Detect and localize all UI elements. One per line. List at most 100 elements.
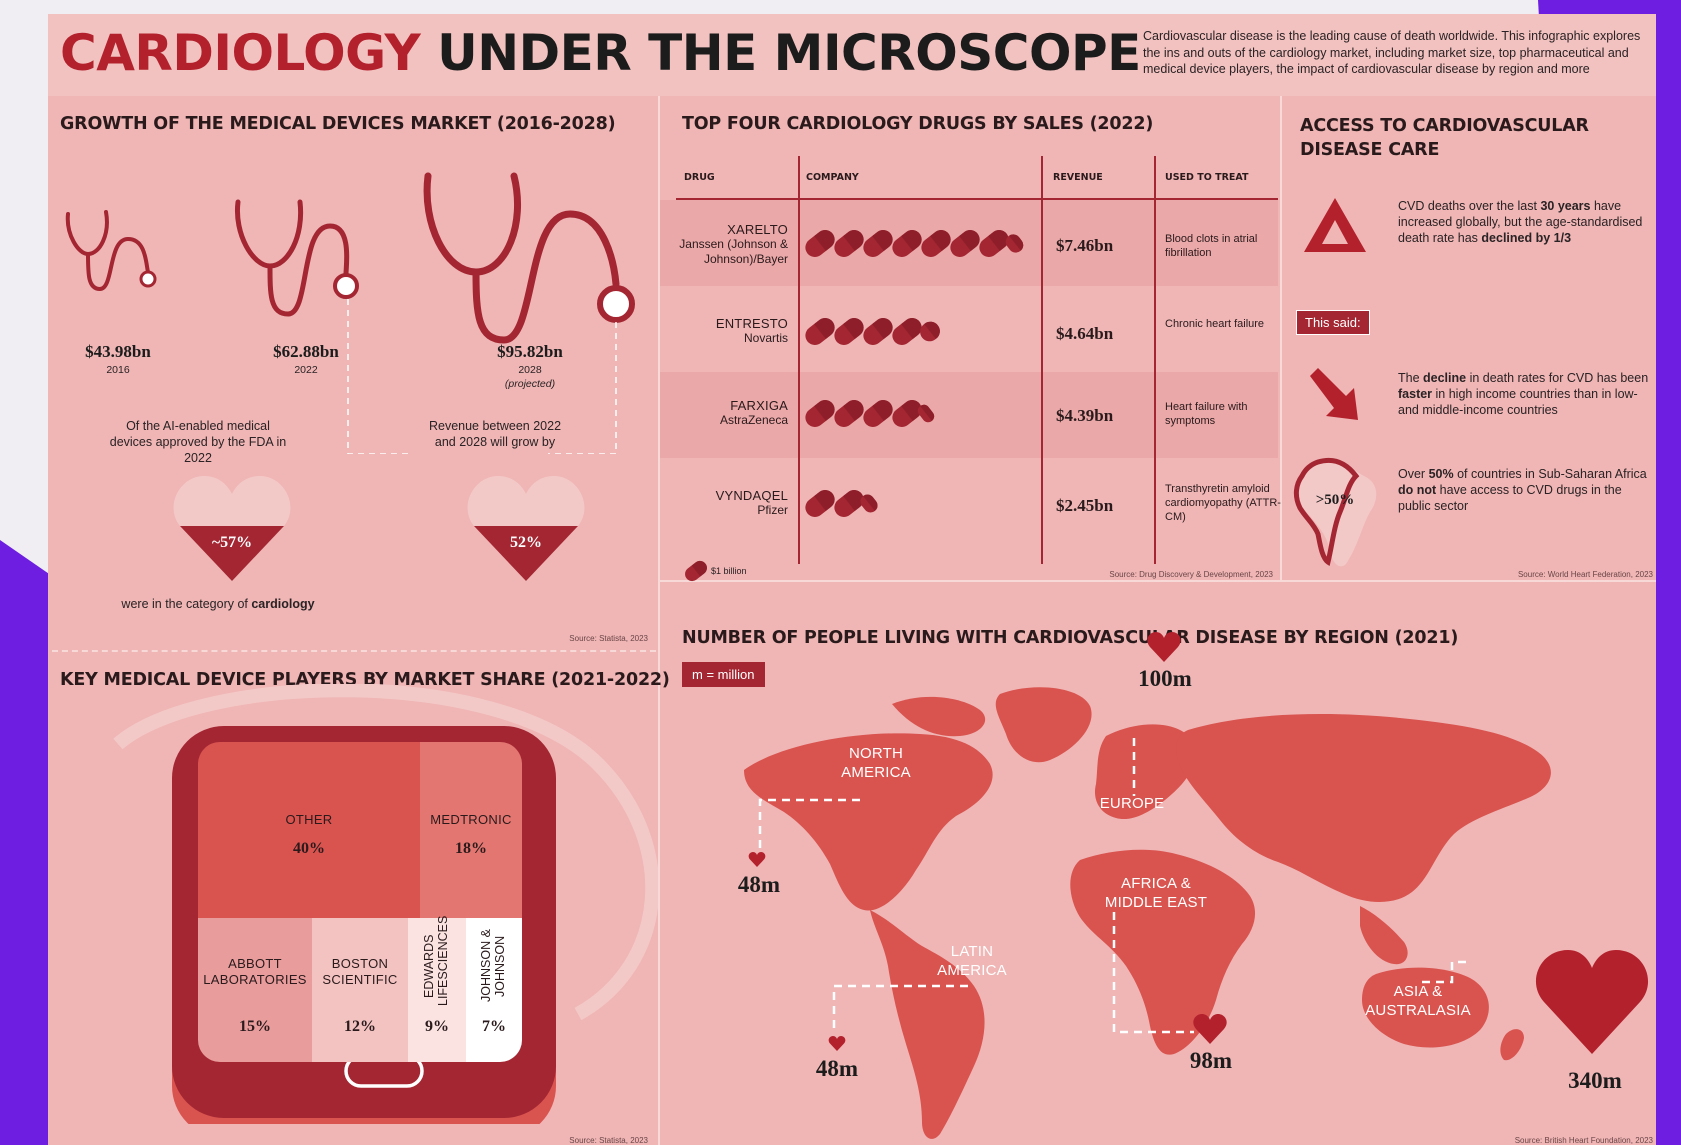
- table-row: ENTRESTO Novartis: [663, 316, 788, 346]
- treemap-cell: BOSTON SCIENTIFIC 12%: [312, 918, 408, 1062]
- cell-label: JOHNSON & JOHNSON: [479, 929, 507, 1003]
- ai-bottom-prefix: were in the category of: [121, 597, 252, 611]
- cell-label-line: ABBOTT: [228, 956, 282, 971]
- region-name-line: ASIA &: [1393, 983, 1443, 1000]
- revenue-value: $7.46bn: [1056, 236, 1114, 255]
- company-name: Pfizer: [757, 503, 788, 517]
- stethoscope-icon: [65, 210, 157, 292]
- stethoscope-graphics: [65, 172, 635, 454]
- region-value: 48m: [815, 1056, 859, 1081]
- divider: [660, 580, 1656, 582]
- region-name-line: AFRICA &: [1121, 875, 1191, 892]
- region-name-line: AUSTRALASIA: [1365, 1002, 1471, 1019]
- company-name: AstraZeneca: [719, 413, 788, 427]
- fact-bold: do not: [1398, 483, 1437, 497]
- revenue-value: $4.64bn: [1056, 324, 1114, 343]
- pill-icon: [801, 314, 839, 349]
- fact-text: in death rates for CVD has been: [1466, 371, 1649, 385]
- fact-text: CVD deaths over the last: [1398, 199, 1541, 213]
- page-title: CARDIOLOGY UNDER THE MICROSCOPE: [60, 24, 1141, 82]
- header-rule: [676, 198, 1278, 200]
- cell-label: ABBOTT LABORATORIES: [198, 956, 312, 988]
- divider: [658, 96, 660, 1145]
- region-name-line: LATIN: [950, 943, 994, 960]
- pill-bar: [801, 486, 881, 521]
- market-note: (projected): [504, 378, 556, 390]
- pill-bar: [801, 226, 1027, 261]
- treat-text: Transthyretin amyloid cardiomyopathy (AT…: [1165, 483, 1281, 523]
- ai-value: ~57%: [211, 534, 253, 551]
- title-part2: UNDER THE MICROSCOPE: [437, 24, 1141, 82]
- heart-icon: [828, 1036, 846, 1051]
- drug-name: ENTRESTO: [715, 316, 788, 331]
- access-title-line2: DISEASE CARE: [1300, 140, 1440, 160]
- this-said-badge: This said:: [1296, 310, 1370, 335]
- fact-africa: Over 50% of countries in Sub-Saharan Afr…: [1398, 466, 1653, 514]
- col-header-drug: DRUG: [684, 172, 715, 183]
- region-value: 340m: [1568, 1068, 1622, 1093]
- triangle-icon: [1304, 198, 1366, 252]
- drug-name: FARXIGA: [730, 398, 788, 413]
- region-value: 48m: [737, 872, 781, 897]
- row-highlight: [660, 372, 1278, 458]
- fact-bold: decline: [1423, 371, 1467, 385]
- treemap: OTHER 40% MEDTRONIC 18% ABBOTT LABORATOR…: [198, 742, 522, 1062]
- players-title: KEY MEDICAL DEVICE PLAYERS BY MARKET SHA…: [60, 670, 670, 690]
- drugs-legend: $1 billion: [682, 558, 747, 584]
- heart-icon: [1147, 632, 1181, 662]
- cell-label-line: SCIENTIFIC: [322, 972, 398, 987]
- company-name: Novartis: [743, 331, 788, 345]
- col-divider: [798, 156, 800, 564]
- market-value: $43.98bn: [85, 342, 151, 361]
- cell-pct: 18%: [455, 840, 487, 857]
- source: Source: World Heart Federation, 2023: [1517, 570, 1653, 579]
- region-label: ASIA & AUSTRALASIA: [1358, 982, 1478, 1020]
- divider: [1280, 96, 1282, 581]
- col-header-used: USED TO TREAT: [1165, 172, 1249, 183]
- revenue-caption: Revenue between 2022 and 2028 will grow …: [428, 419, 562, 449]
- africa-value: >50%: [1315, 492, 1355, 508]
- access-title: ACCESS TO CARDIOVASCULAR DISEASE CARE: [1300, 114, 1589, 162]
- treemap-cell: JOHNSON & JOHNSON 7%: [466, 918, 522, 1062]
- fact-bold: declined by 1/3: [1481, 231, 1572, 245]
- region-name-line: MIDDLE EAST: [1104, 894, 1208, 911]
- revenue-value: $2.45bn: [1056, 496, 1114, 515]
- fact-bold: 50%: [1428, 467, 1454, 481]
- divider: [52, 650, 656, 652]
- unit-legend: m = million: [682, 662, 765, 687]
- treemap-cell: OTHER 40%: [198, 742, 420, 918]
- heart-icon: [467, 476, 585, 581]
- pill-icon: [801, 486, 839, 521]
- col-divider: [1154, 156, 1156, 564]
- arrow-down-right-icon: [1310, 368, 1358, 420]
- company-name: Janssen (Johnson & Johnson)/Bayer: [679, 237, 788, 266]
- revenue-value: 52%: [510, 534, 542, 551]
- fact-text: Over: [1398, 467, 1429, 481]
- table-row: XARELTO Janssen (Johnson & Johnson)/Baye…: [663, 222, 788, 267]
- drug-name: VYNDAQEL: [715, 488, 788, 503]
- heart-icon: [748, 852, 766, 867]
- legend-label: $1 billion: [711, 566, 747, 576]
- cell-label: OTHER: [285, 812, 333, 827]
- cell-label: MEDTRONIC: [430, 812, 512, 827]
- title-part1: CARDIOLOGY: [60, 24, 421, 82]
- source: Source: Statista, 2023: [569, 1136, 648, 1145]
- drug-name: XARELTO: [727, 222, 788, 237]
- africa-map-icon: [1293, 458, 1377, 567]
- stethoscope-icon: [423, 172, 635, 344]
- market-year: 2022: [294, 364, 318, 376]
- table-row: VYNDAQEL Pfizer: [663, 488, 788, 518]
- cell-pct: 12%: [344, 1018, 376, 1035]
- fact-deaths: CVD deaths over the last 30 years have i…: [1398, 198, 1653, 246]
- fact-text: have increased globally, but the age-sta…: [1398, 199, 1643, 245]
- cell-pct: 7%: [482, 1018, 506, 1035]
- access-title-line1: ACCESS TO CARDIOVASCULAR: [1300, 116, 1589, 136]
- region-name-line: AMERICA: [937, 962, 1007, 979]
- cell-pct: 9%: [425, 1018, 449, 1035]
- fact-bold: 30 years: [1540, 199, 1591, 213]
- heart-icon: [173, 476, 291, 581]
- fact-bold: faster: [1398, 387, 1433, 401]
- source: Source: Statista, 2023: [569, 634, 648, 643]
- cell-label-line: LABORATORIES: [203, 972, 307, 987]
